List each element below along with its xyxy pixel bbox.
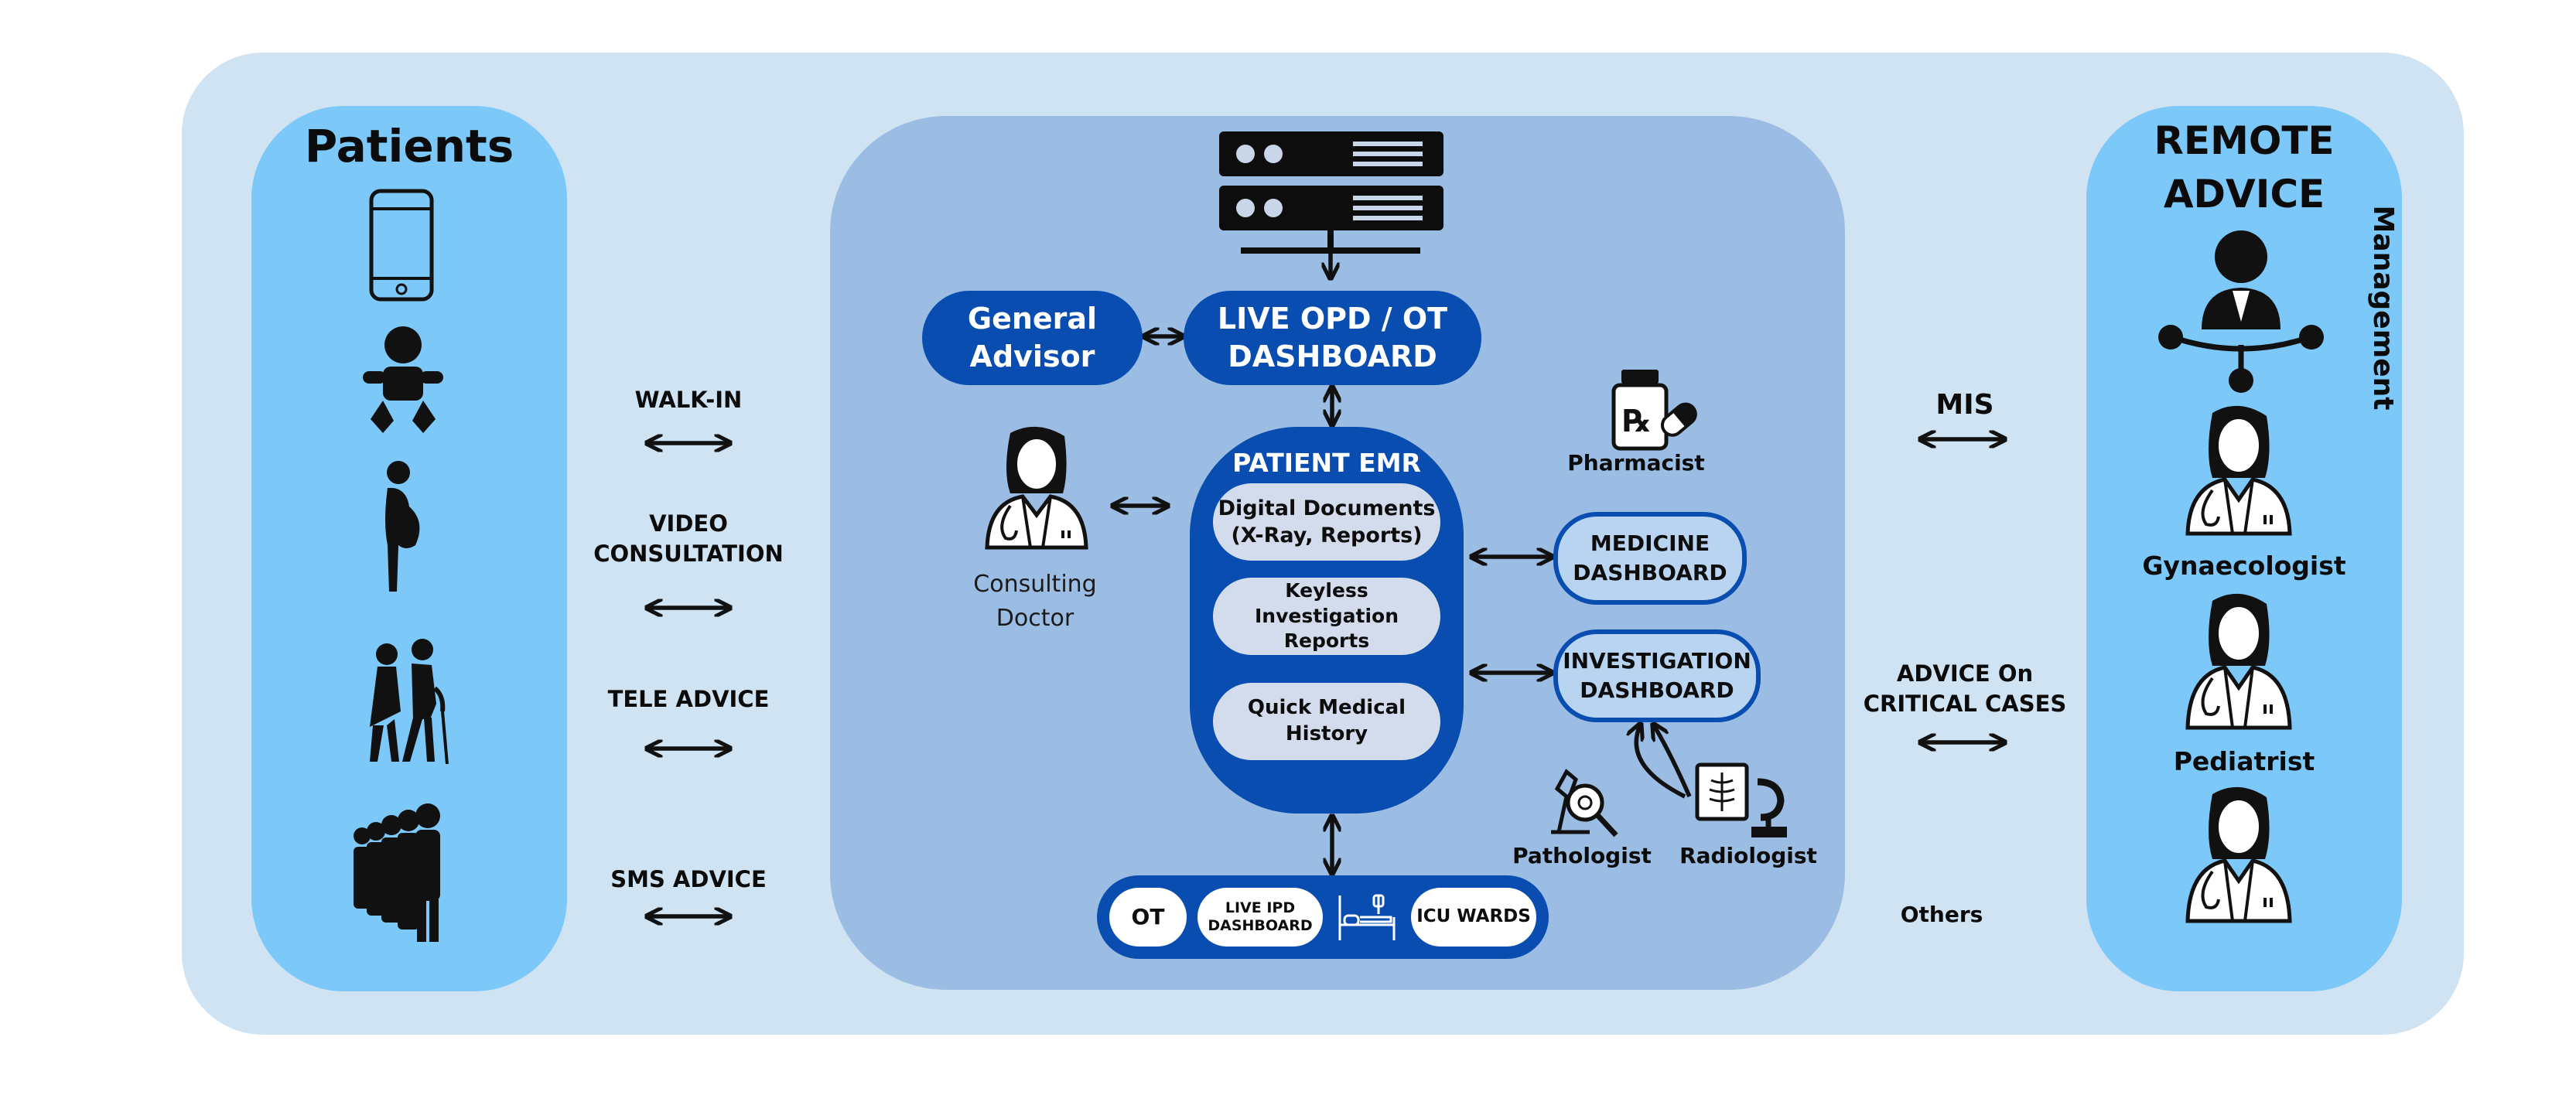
keyless-investigation-item: Keyless Investigation Reports xyxy=(1213,578,1440,655)
live-ipd-dashboard-pill: LIVE IPD DASHBOARD xyxy=(1197,888,1323,947)
pharmacist-label: Pharmacist xyxy=(1567,450,1705,476)
gynaecologist-label: Gynaecologist xyxy=(2142,551,2346,581)
advice-critical-cases-label: ADVICE On CRITICAL CASES xyxy=(1863,660,2067,718)
quick-medical-history-item: Quick Medical History xyxy=(1213,683,1440,760)
hospital-bed-icon xyxy=(1338,894,1396,940)
pathologist-microscope-icon xyxy=(1551,769,1618,837)
patient-emr-title: PATIENT EMR xyxy=(1232,448,1421,478)
server-icon xyxy=(1219,131,1443,254)
management-label: Management xyxy=(2367,205,2399,411)
video-consultation-label: VIDEO CONSULTATION xyxy=(593,510,784,568)
tele-advice-label: TELE ADVICE xyxy=(607,686,770,712)
elderly-couple-icon xyxy=(370,639,449,765)
pregnant-woman-icon xyxy=(385,461,420,592)
svg-text:℞: ℞ xyxy=(1623,404,1651,439)
patients-title: Patients xyxy=(304,120,514,172)
sms-advice-label: SMS ADVICE xyxy=(610,866,767,892)
gynaecologist-icon xyxy=(2185,405,2292,536)
walk-in-label: WALK-IN xyxy=(634,387,743,413)
mobile-phone-icon xyxy=(369,189,434,302)
icu-wards-pill: ICU WARDS xyxy=(1411,888,1536,947)
pathologist-label: Pathologist xyxy=(1512,843,1652,868)
crowd-queue-icon xyxy=(354,803,440,942)
mis-label: MIS xyxy=(1935,389,1994,421)
remote-advice-title: REMOTE ADVICE xyxy=(2154,118,2335,217)
general-advisor-pill: General Advisor xyxy=(922,291,1143,385)
investigation-dashboard: INVESTIGATION DASHBOARD xyxy=(1553,629,1761,722)
other-doctor-icon xyxy=(2185,786,2292,923)
pharmacist-rx-icon: ℞ xyxy=(1611,370,1697,451)
medicine-dashboard: MEDICINE DASHBOARD xyxy=(1553,512,1747,605)
pediatrist-label: Pediatrist xyxy=(2173,746,2315,776)
digital-documents-item: Digital Documents (X-Ray, Reports) xyxy=(1213,483,1440,561)
others-label: Others xyxy=(1900,902,1983,927)
pediatrist-icon xyxy=(2185,593,2292,730)
consulting-doctor-icon xyxy=(985,426,1088,550)
radiologist-xray-icon xyxy=(1695,762,1787,837)
radiologist-investigation-arrow xyxy=(1654,725,1692,798)
live-opd-ot-dashboard: LIVE OPD / OT DASHBOARD xyxy=(1184,291,1481,385)
baby-icon xyxy=(363,326,443,433)
management-network-icon xyxy=(2158,230,2324,393)
consulting-doctor-label: Consulting Doctor xyxy=(973,571,1097,632)
pathologist-investigation-arrow xyxy=(1636,725,1686,799)
ot-pill: OT xyxy=(1109,888,1187,947)
radiologist-label: Radiologist xyxy=(1679,843,1817,868)
